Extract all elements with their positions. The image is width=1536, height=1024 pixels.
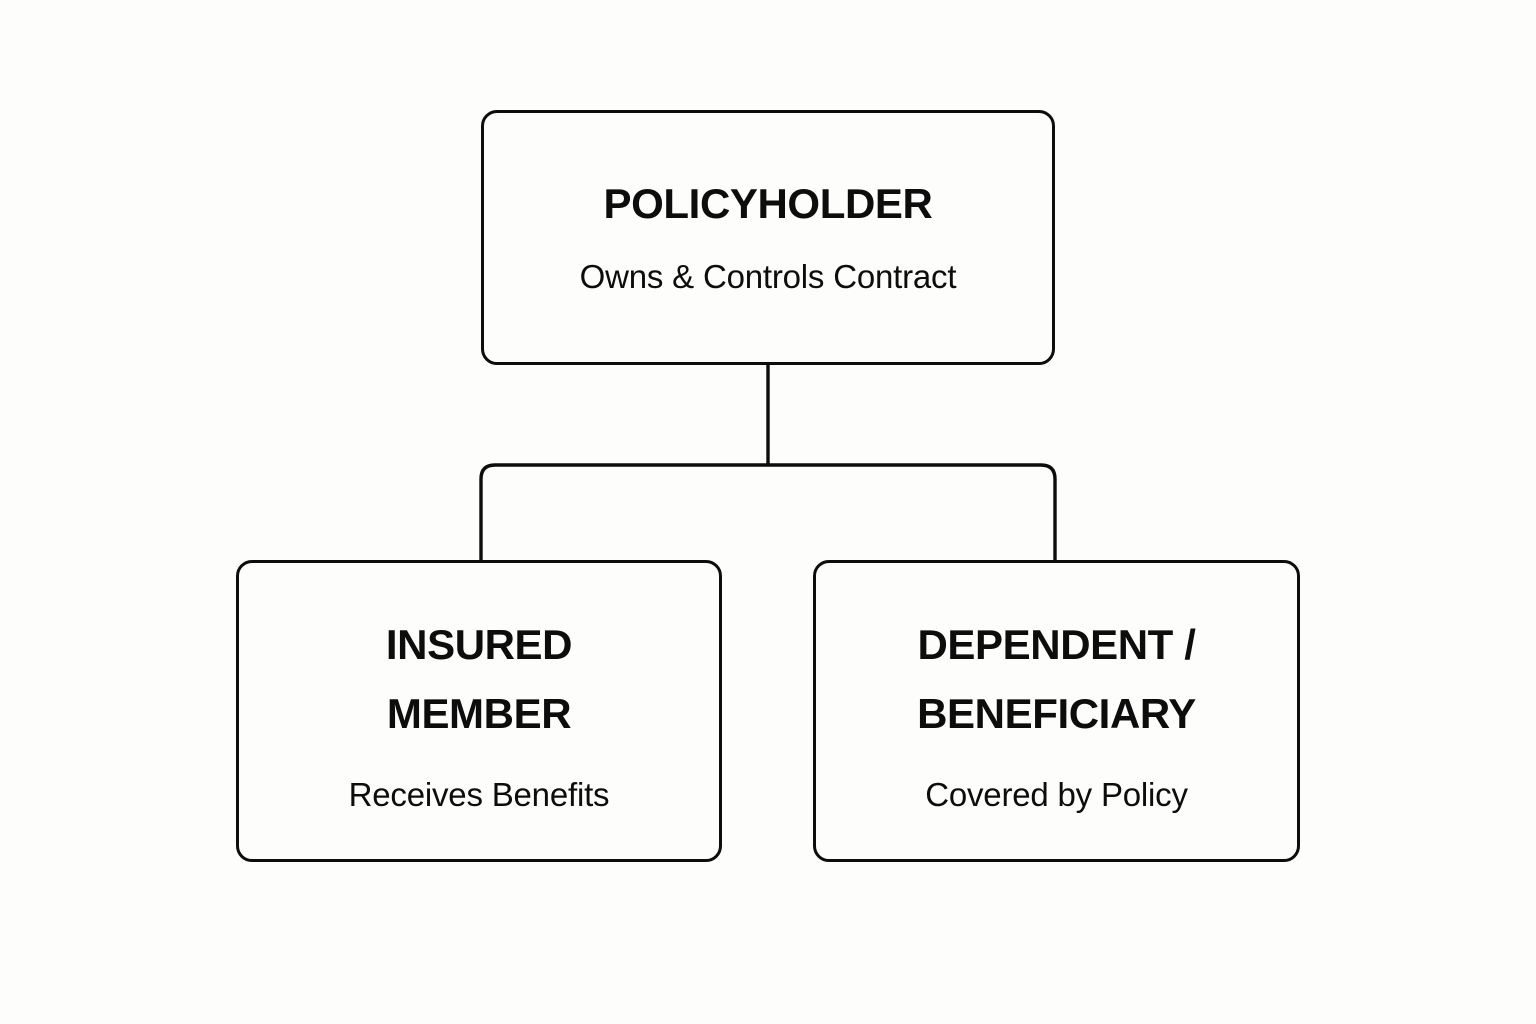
node-insured-member-title: INSURED MEMBER bbox=[385, 621, 573, 737]
edge-policyholder-to-insured-member bbox=[479, 463, 768, 560]
node-dependent-beneficiary-subtitle: Covered by Policy bbox=[925, 775, 1188, 813]
node-policyholder-subtitle: Owns & Controls Contract bbox=[579, 257, 957, 295]
node-insured-member-subtitle: Receives Benefits bbox=[348, 775, 610, 813]
node-policyholder[interactable]: POLICYHOLDER Owns & Controls Contract bbox=[481, 110, 1055, 365]
node-policyholder-title: POLICYHOLDER bbox=[603, 179, 933, 227]
node-dependent-beneficiary[interactable]: DEPENDENT / BENEFICIARY Covered by Polic… bbox=[813, 560, 1300, 862]
node-dependent-beneficiary-title: DEPENDENT / BENEFICIARY bbox=[917, 621, 1196, 737]
node-insured-member[interactable]: INSURED MEMBER Receives Benefits bbox=[236, 560, 722, 862]
edge-policyholder-to-dependent-beneficiary bbox=[768, 463, 1057, 560]
